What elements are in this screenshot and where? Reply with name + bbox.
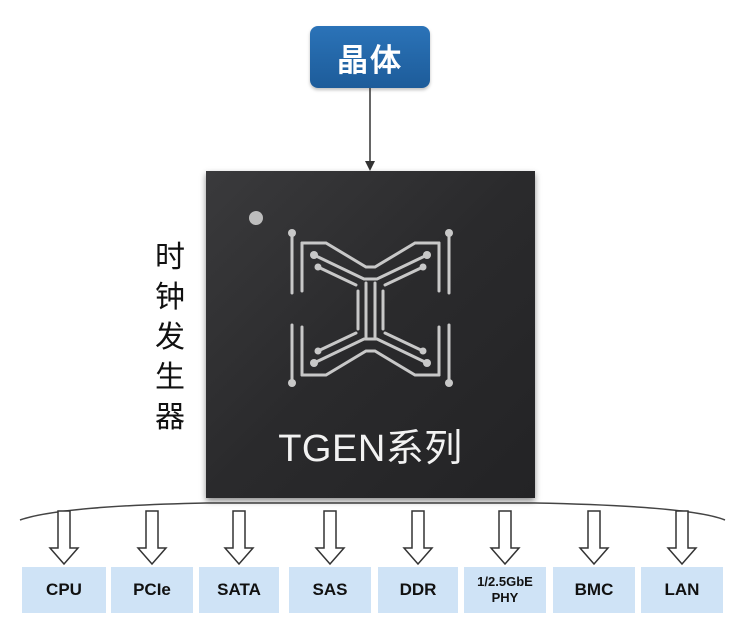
output-box-cpu: CPU (22, 567, 106, 613)
output-label: CPU (46, 580, 82, 600)
output-label: SATA (217, 580, 261, 600)
tgen-chip: TGEN系列 (206, 171, 535, 498)
output-box-sata: SATA (199, 567, 279, 613)
down-arrow-icon (580, 511, 608, 564)
output-arrows (50, 511, 696, 564)
output-bus-line (20, 503, 725, 520)
down-arrow-icon (404, 511, 432, 564)
clock-generator-label: 时 钟 发 生 器 (150, 238, 190, 438)
label-char: 生 (150, 358, 190, 398)
label-char: 钟 (150, 278, 190, 318)
output-box-pcie: PCIe (111, 567, 193, 613)
down-arrow-icon (50, 511, 78, 564)
output-box-bmc: BMC (553, 567, 635, 613)
output-box-phy: 1/2.5GbE PHY (464, 567, 546, 613)
label-char: 器 (150, 398, 190, 438)
output-label: LAN (665, 580, 700, 600)
output-box-sas: SAS (289, 567, 371, 613)
down-arrow-icon (138, 511, 166, 564)
output-label: SAS (313, 580, 348, 600)
output-label: PCIe (133, 580, 171, 600)
label-char: 时 (150, 238, 190, 278)
output-label: 1/2.5GbE PHY (470, 574, 540, 606)
crystal-arrow-head (365, 161, 375, 171)
output-label: BMC (575, 580, 614, 600)
down-arrow-icon (491, 511, 519, 564)
down-arrow-icon (225, 511, 253, 564)
down-arrow-icon (316, 511, 344, 564)
chip-name: TGEN系列 (206, 417, 535, 472)
output-label: DDR (400, 580, 437, 600)
down-arrow-icon (668, 511, 696, 564)
output-box-ddr: DDR (378, 567, 458, 613)
label-char: 发 (150, 318, 190, 358)
output-box-lan: LAN (641, 567, 723, 613)
